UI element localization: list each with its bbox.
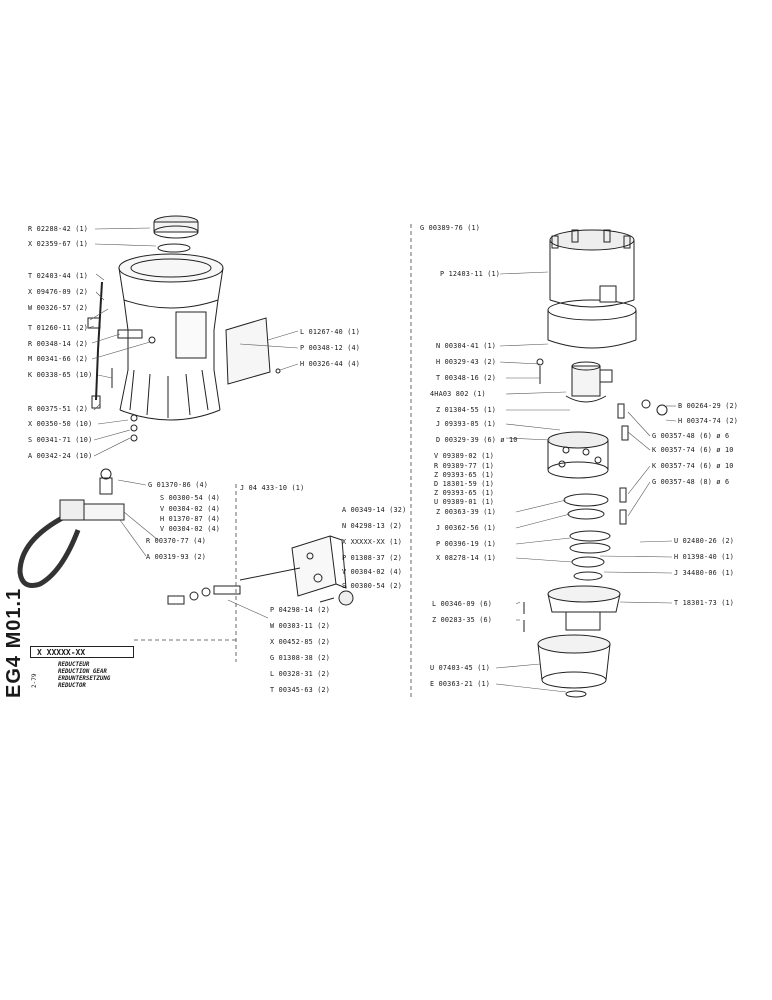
part-label: B 00264-29 (2) <box>678 402 739 410</box>
part-label: A 00319-93 (2) <box>146 553 207 561</box>
drawing-code: EG4 M01.1 <box>3 587 25 698</box>
part-label: V 00304-02 (4) <box>160 505 221 513</box>
part-label: V 00304-02 (4) <box>342 568 403 576</box>
part-label: R 00370-77 (4) <box>146 537 207 545</box>
part-label: P 04298-14 (2) <box>270 606 331 614</box>
section-dividers <box>134 224 412 700</box>
part-label: V 09389-02 (1) <box>434 452 495 460</box>
part-label: K 00357-74 (6) ø 10 <box>652 462 734 470</box>
part-label: Z 00363-39 (1) <box>436 508 497 516</box>
part-label: L 00346-09 (6) <box>432 600 493 608</box>
part-label: X 00350-50 (10) <box>28 420 93 428</box>
title-es: REDUCTOR <box>58 683 86 689</box>
title-de: ERDUNTERSETZUNG <box>58 676 111 682</box>
part-label: U 02480-26 (2) <box>674 537 735 545</box>
part-label: R 00375-51 (2) <box>28 405 89 413</box>
part-label: P 01308-37 (2) <box>342 554 403 562</box>
part-label: H 01398-40 (1) <box>674 553 735 561</box>
part-label: S 00300-54 (4) <box>160 494 221 502</box>
part-label: P 00396-19 (1) <box>436 540 497 548</box>
part-label: J 00362-56 (1) <box>436 524 497 532</box>
part-label: G 00357-48 (6) ø 6 <box>652 432 730 440</box>
valve-drawing <box>167 535 354 606</box>
title-block: REDUCTEUR REDUCTION GEAR ERDUNTERSETZUNG… <box>58 662 110 690</box>
part-label: P 00348-12 (4) <box>300 344 361 352</box>
part-label: L 01267-40 (1) <box>300 328 361 336</box>
part-label: H 00374-74 (2) <box>678 417 739 425</box>
part-label: H 00326-44 (4) <box>300 360 361 368</box>
part-label: L 00328-31 (2) <box>270 670 331 678</box>
part-label: S 00300-54 (2) <box>342 582 403 590</box>
part-label: N 04298-13 (2) <box>342 522 403 530</box>
part-label: H 01370-87 (4) <box>160 515 221 523</box>
part-label: R 00348-14 (2) <box>28 340 89 348</box>
part-label: T 02403-44 (1) <box>28 272 89 280</box>
part-label: X 02359-67 (1) <box>28 240 89 248</box>
ref-number-box: X XXXXX-XX <box>30 646 134 658</box>
part-label: A 00342-24 (10) <box>28 452 93 460</box>
hose-drawing <box>17 468 125 588</box>
part-label: X XXXXX-XX (1) <box>342 538 403 546</box>
title-en: REDUCTION GEAR <box>58 669 107 675</box>
leader-lines <box>87 227 677 693</box>
part-label: Z 09393-65 (1) <box>434 471 495 479</box>
part-label: V 00304-02 (4) <box>160 525 221 533</box>
part-label: G 01308-38 (2) <box>270 654 331 662</box>
part-label: K 00338-65 (10) <box>28 371 93 379</box>
part-label: X 09476-09 (2) <box>28 288 89 296</box>
part-label: W 00326-57 (2) <box>28 304 89 312</box>
part-label: S 00341-71 (10) <box>28 436 93 444</box>
part-label: W 00303-11 (2) <box>270 622 331 630</box>
part-label: G 01370-86 (4) <box>148 481 209 489</box>
part-label: M 00341-66 (2) <box>28 355 89 363</box>
part-label: J 34480-06 (1) <box>674 569 735 577</box>
part-label: J 09393-05 (1) <box>436 420 497 428</box>
kit-label: J 04 433-10 (1) <box>240 484 305 492</box>
part-label: D 18301-59 (1) <box>434 480 495 488</box>
part-label: E 00363-21 (1) <box>430 680 491 688</box>
part-label: P 12403-11 (1) <box>440 270 501 278</box>
part-label: R 09389-77 (1) <box>434 462 495 470</box>
part-label: A 00349-14 (32) <box>342 506 407 514</box>
part-label: T 00348-16 (2) <box>436 374 497 382</box>
part-label: G 00357-48 (8) ø 6 <box>652 478 730 486</box>
date-code: 2-79 <box>31 673 38 688</box>
part-label: U 07403-45 (1) <box>430 664 491 672</box>
gear-stack-drawing <box>523 229 668 698</box>
part-label: Z 00283-35 (6) <box>432 616 493 624</box>
part-label: D 00329-39 (6) ø 10 <box>436 436 518 444</box>
title-fr: REDUCTEUR <box>58 662 90 668</box>
part-label: X 00452-85 (2) <box>270 638 331 646</box>
part-label: R 02288-42 (1) <box>28 225 89 233</box>
part-label: U 09389-01 (1) <box>434 498 495 506</box>
part-label: T 18301-73 (1) <box>674 599 735 607</box>
part-label: X 08278-14 (1) <box>436 554 497 562</box>
part-label: K 00357-74 (6) ø 10 <box>652 446 734 454</box>
part-label: G 00389-76 (1) <box>420 224 481 232</box>
part-label: N 00304-41 (1) <box>436 342 497 350</box>
part-label: T 01260-11 (2) <box>28 324 89 332</box>
part-label: T 00345-63 (2) <box>270 686 331 694</box>
part-label: Z 01304-55 (1) <box>436 406 497 414</box>
part-label: H 00329-43 (2) <box>436 358 497 366</box>
housing-drawing <box>87 215 281 442</box>
part-label: Z 09393-65 (1) <box>434 489 495 497</box>
part-label: 4HA03 802 (1) <box>430 390 486 398</box>
